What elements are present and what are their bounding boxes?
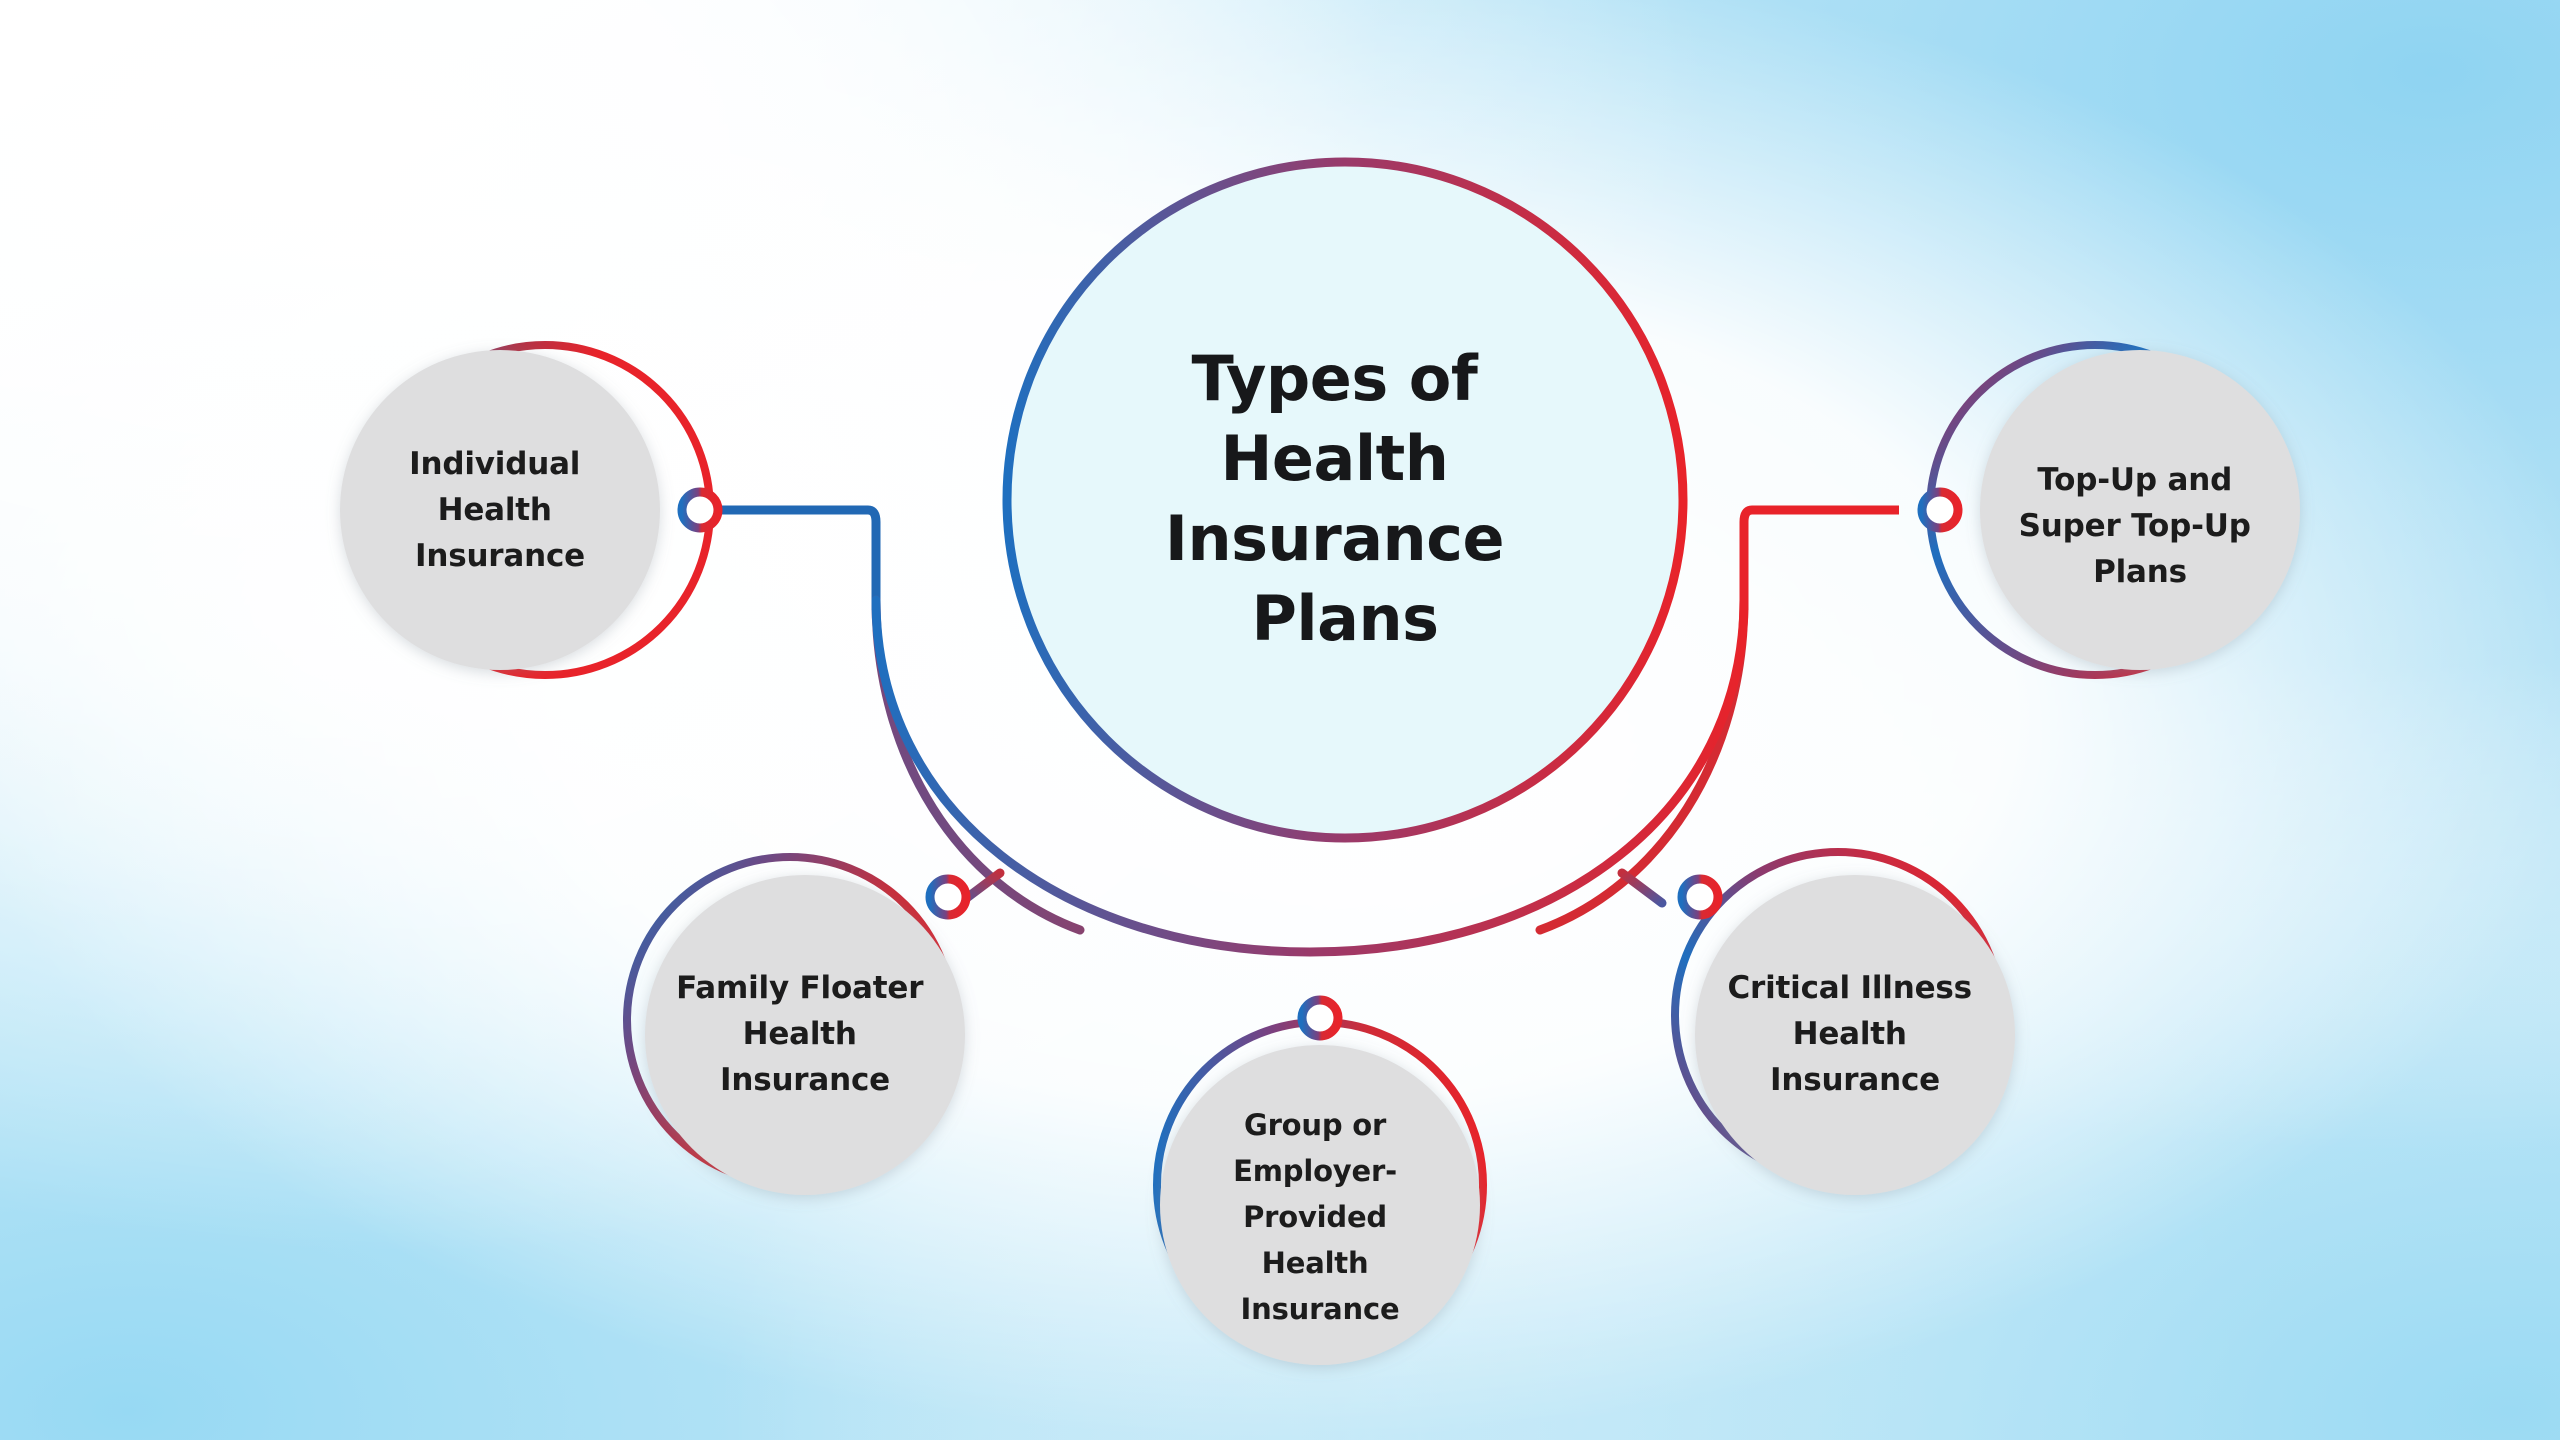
node-top-up-super-top-up-plans[interactable]: Top-Up and Super Top-Up Plans xyxy=(1917,341,2300,679)
connector-dot-top-up xyxy=(1917,487,1963,533)
center-node[interactable]: Types of Health Insurance Plans xyxy=(1002,157,1688,843)
center-line-1: Health xyxy=(1221,422,1449,495)
node-critical-illness-label: Critical Illness Health Insurance xyxy=(1727,970,1982,1098)
center-line-3: Plans xyxy=(1251,582,1438,655)
spine-arc xyxy=(871,595,1749,957)
node-top-up-label: Top-Up and Super Top-Up Plans xyxy=(2019,462,2262,590)
connector-dot-family-floater xyxy=(925,874,971,920)
node-group-employer-label: Group or Employer- Provided Health Insur… xyxy=(1233,1108,1407,1326)
node-individual-health-insurance[interactable]: Individual Health Insurance xyxy=(340,341,723,679)
connector-dot-group-employer xyxy=(1297,995,1343,1041)
node-critical-illness-health-insurance[interactable]: Critical Illness Health Insurance xyxy=(1617,848,2015,1195)
node-top-up-line-0: Top-Up and xyxy=(2037,462,2232,498)
node-top-up-line-1: Super Top-Up xyxy=(2019,508,2251,544)
node-individual-line-0: Individual xyxy=(409,446,580,482)
node-family-floater-line-0: Family Floater xyxy=(676,970,924,1006)
node-critical-illness-line-1: Health xyxy=(1793,1016,1907,1052)
stub-critical-illness xyxy=(1617,868,1667,908)
node-top-up-line-2: Plans xyxy=(2093,554,2187,590)
node-family-floater-line-1: Health xyxy=(743,1016,857,1052)
center-line-2: Insurance xyxy=(1165,502,1504,575)
node-family-floater-line-2: Insurance xyxy=(720,1062,890,1098)
node-family-floater-health-insurance[interactable]: Family Floater Health Insurance xyxy=(623,853,1005,1195)
connector-dot-individual xyxy=(677,487,723,533)
node-individual-label: Individual Health Insurance xyxy=(409,446,591,574)
node-individual-line-2: Insurance xyxy=(415,538,585,574)
connector-dot-critical-illness xyxy=(1677,874,1723,920)
node-critical-illness-line-2: Insurance xyxy=(1770,1062,1940,1098)
center-line-0: Types of xyxy=(1192,342,1479,415)
node-individual-line-1: Health xyxy=(438,492,552,528)
node-group-employer-line-4: Insurance xyxy=(1241,1292,1400,1326)
node-group-employer-line-0: Group or xyxy=(1244,1108,1387,1142)
node-group-employer-provided-health-insurance[interactable]: Group or Employer- Provided Health Insur… xyxy=(1153,952,1487,1365)
center-node-label: Types of Health Insurance Plans xyxy=(1165,342,1525,655)
node-family-floater-label: Family Floater Health Insurance xyxy=(676,970,934,1098)
node-group-employer-line-3: Health xyxy=(1262,1246,1369,1280)
node-critical-illness-line-0: Critical Illness xyxy=(1727,970,1971,1006)
node-group-employer-line-1: Employer- xyxy=(1233,1154,1397,1188)
node-group-employer-line-2: Provided xyxy=(1243,1200,1387,1234)
